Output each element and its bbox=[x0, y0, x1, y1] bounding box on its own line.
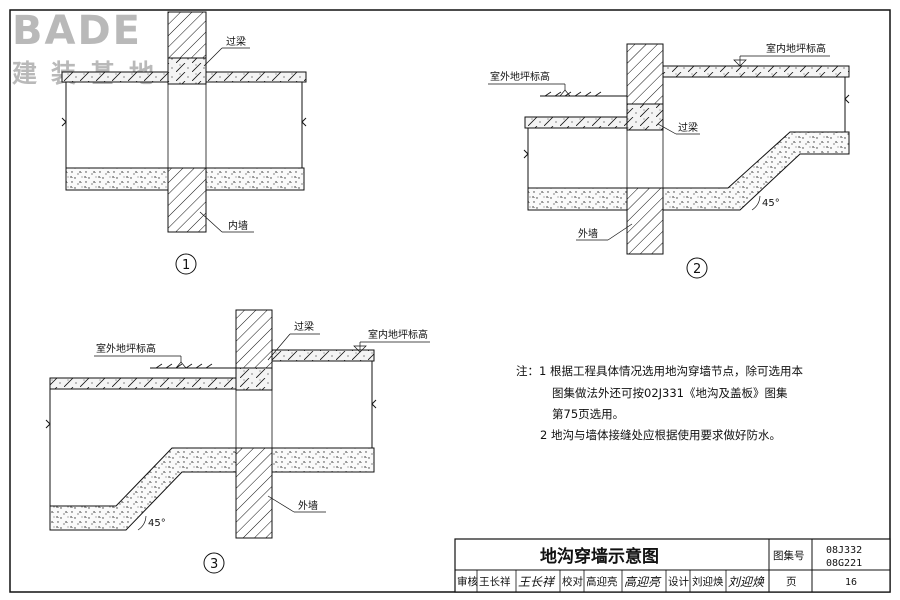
note-line-2: 图集做法外还可按02J331《地沟及盖板》图集 bbox=[552, 386, 788, 400]
check-name: 高迎亮 bbox=[586, 575, 618, 588]
outer-wall-upper bbox=[235, 309, 273, 369]
label-indoor-elevation-3: 室内地坪标高 bbox=[368, 328, 428, 341]
atlas-number-label: 图集号 bbox=[773, 549, 805, 562]
detail-number-2: 2 bbox=[693, 262, 701, 277]
angle-label-2: 45° bbox=[762, 198, 780, 209]
outer-wall-lower bbox=[626, 187, 664, 255]
break-mark-right bbox=[301, 117, 307, 127]
note-line-4: 2 地沟与墙体接缝处应根据使用要求做好防水。 bbox=[540, 428, 781, 442]
label-outdoor-elevation-2: 室外地坪标高 bbox=[490, 70, 550, 83]
page-number: 16 bbox=[845, 577, 857, 588]
outer-wall-upper bbox=[626, 43, 664, 105]
atlas-number-2: 08G221 bbox=[826, 558, 862, 569]
detail-1: 过梁 内墙 1 bbox=[61, 11, 307, 275]
detail-number-3: 3 bbox=[210, 557, 218, 572]
atlas-number-1: 08J332 bbox=[826, 545, 862, 556]
note-line-3: 第75页选用。 bbox=[552, 407, 624, 421]
drawing-title: 地沟穿墙示意图 bbox=[540, 546, 659, 567]
note-line-1: 注：1 根据工程具体情况选用地沟穿墙节点，除可选用本 bbox=[516, 364, 803, 378]
outdoor-cover-slab bbox=[524, 116, 628, 129]
lintel bbox=[167, 57, 207, 85]
label-indoor-elevation-2: 室内地坪标高 bbox=[766, 42, 826, 55]
indoor-floor-slab bbox=[662, 65, 850, 78]
title-block: 地沟穿墙示意图 图集号 08J332 08G221 审核 王长祥 王长祥 校对 … bbox=[454, 538, 891, 593]
floor-slab-right bbox=[205, 71, 307, 83]
notes: 注：1 根据工程具体情况选用地沟穿墙节点，除可选用本 图集做法外还可按02J33… bbox=[516, 364, 803, 442]
angle-label-3: 45° bbox=[148, 518, 166, 529]
svg-text:BADE: BADE bbox=[12, 8, 142, 54]
check-label: 校对 bbox=[562, 575, 583, 588]
trench-bottom-indoor bbox=[271, 447, 375, 473]
label-inner-wall: 内墙 bbox=[228, 219, 248, 232]
trench-bottom-outdoor bbox=[49, 447, 237, 531]
indoor-floor-slab bbox=[271, 349, 375, 362]
detail-3: 45° 过梁 室内地坪标高 室外地坪标高 外墙 3 bbox=[45, 309, 430, 574]
design-signature: 刘迎焕 bbox=[728, 575, 765, 589]
detail-number-1: 1 bbox=[182, 258, 190, 273]
trench-bottom-outdoor bbox=[527, 187, 628, 211]
label-outer-wall-2: 外墙 bbox=[578, 227, 598, 240]
trench-bottom-right bbox=[205, 167, 305, 191]
label-lintel-1: 过梁 bbox=[226, 35, 246, 48]
inner-wall-lower bbox=[167, 167, 207, 233]
lintel bbox=[626, 103, 664, 131]
detail-2: 45° 室内地坪标高 室外地坪标高 过梁 外墙 2 bbox=[488, 42, 850, 279]
label-lintel-2: 过梁 bbox=[678, 121, 698, 134]
outdoor-cover-slab bbox=[49, 377, 237, 390]
lintel bbox=[235, 367, 273, 391]
detail-number-circle-1 bbox=[175, 253, 197, 275]
floor-slab-left bbox=[61, 71, 169, 83]
review-name: 王长祥 bbox=[479, 575, 511, 588]
design-label: 设计 bbox=[668, 575, 689, 588]
label-outdoor-elevation-3: 室外地坪标高 bbox=[96, 342, 156, 355]
sheet-border bbox=[9, 9, 891, 593]
outer-wall-lower bbox=[235, 447, 273, 539]
inner-wall-upper bbox=[167, 11, 207, 59]
check-signature: 高迎亮 bbox=[624, 575, 662, 589]
page-label: 页 bbox=[786, 576, 797, 588]
design-name: 刘迎焕 bbox=[692, 575, 724, 588]
trench-bottom-indoor bbox=[662, 131, 850, 211]
break-mark-left bbox=[61, 117, 67, 127]
bade-logo: BADE 建装基地 bbox=[12, 8, 154, 88]
label-lintel-3: 过梁 bbox=[294, 320, 314, 333]
review-signature: 王长祥 bbox=[518, 575, 556, 589]
trench-bottom-left bbox=[65, 167, 169, 191]
label-outer-wall-3: 外墙 bbox=[298, 499, 318, 512]
review-label: 审核 bbox=[457, 575, 478, 588]
